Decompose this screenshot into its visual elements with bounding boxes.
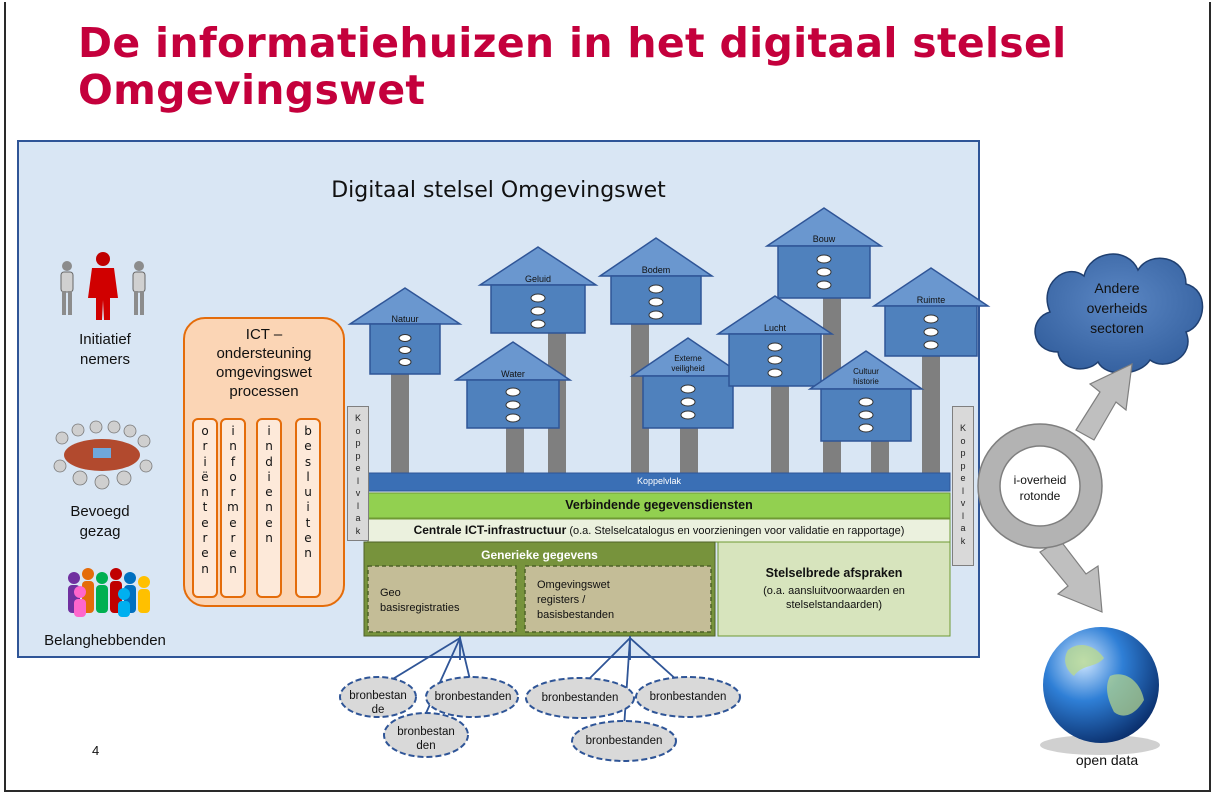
house-geluid — [477, 246, 599, 334]
house-bouw — [764, 207, 884, 299]
house-label-bodem: Bodem — [641, 265, 671, 275]
process-informeren — [220, 418, 246, 598]
bron-label-4: bronbestanden — [541, 692, 619, 704]
house-label-externe-veiligheid: Externe veiligheid — [671, 354, 705, 373]
bevoegd-gezag-icon — [53, 420, 153, 490]
house-lucht — [715, 295, 835, 387]
house-externe-veiligheid — [629, 337, 747, 429]
house-natuur — [347, 287, 463, 375]
koppelvlak-right — [952, 406, 974, 566]
geo-box — [367, 565, 517, 633]
bron-label-2: bronbestanden — [434, 691, 512, 703]
geo-label: Geo basisregistraties — [380, 587, 460, 614]
bevoegd-gezag-label: Bevoegd gezag — [70, 503, 130, 540]
bron-label-1: bronbestan de — [349, 690, 407, 716]
slide-title-line1: De informatiehuizen in het digitaal stel… — [78, 19, 1067, 67]
globe-icon — [1040, 627, 1160, 755]
stelsel-title: Digitaal stelsel Omgevingswet — [331, 178, 666, 203]
bron-label-3: bronbestan den — [397, 726, 455, 752]
house-ruimte — [871, 267, 991, 357]
centrale-label-rest: (o.a. Stelselcatalogus en voorzieningen … — [566, 525, 905, 537]
process-orienteren-label: o r i ë n t e r e n — [201, 424, 209, 576]
koppelvlak-left-label: K o p p e l v l a k — [354, 413, 361, 536]
arrows — [1039, 362, 1133, 613]
process-indienen-label: i n d i e n e n — [265, 424, 273, 546]
stelselbrede-block — [717, 541, 951, 637]
initiatiefnemers-label: Initiatief nemers — [79, 331, 131, 368]
cloud-label: Andere overheids sectoren — [1086, 280, 1148, 336]
registers-label: Omgevingswet registers / basisbestanden — [537, 579, 615, 621]
bron-label-6: bronbestanden — [585, 735, 663, 747]
house-label-ruimte: Ruimte — [916, 295, 946, 305]
house-label-geluid: Geluid — [524, 274, 551, 284]
process-besluiten-label: b e s l u i t e n — [304, 424, 312, 561]
process-besluiten — [295, 418, 321, 598]
house-label-water: Water — [501, 369, 525, 379]
centrale-label-bold: Centrale ICT-infrastructuur — [413, 523, 567, 537]
centrale-label: Centrale ICT-infrastructuur (o.a. Stelse… — [368, 523, 950, 537]
slide-title-line2: Omgevingswet — [78, 66, 426, 114]
house-label-lucht: Lucht — [763, 323, 787, 333]
initiatiefnemers-icon — [60, 252, 146, 320]
koppelvlak-right-label: K o p p e l v l a k — [959, 423, 966, 546]
process-orienteren — [192, 418, 218, 598]
house-bodem — [597, 237, 715, 325]
house-cultuurhistorie — [807, 350, 925, 442]
house-label-natuur: Natuur — [391, 314, 419, 324]
house-label-bouw: Bouw — [812, 234, 836, 244]
ict-ondersteuning-title: ICT – ondersteuning omgevingswet process… — [216, 326, 312, 400]
stelselbrede-sub: (o.a. aansluitvoorwaarden en stelselstan… — [763, 585, 905, 611]
registers-box — [524, 565, 712, 633]
verbindende-band — [367, 492, 951, 519]
rotonde-label: i-overheid rotonde — [1013, 473, 1067, 503]
slide-frame — [4, 2, 1211, 792]
house-water — [453, 341, 573, 429]
koppelvlak-bar-label: Koppelvlak — [636, 476, 682, 486]
verbindende-label: Verbindende gegevensdiensten — [565, 498, 753, 512]
process-indienen — [256, 418, 282, 598]
bron-ovals — [339, 676, 741, 762]
generieke-label: Generieke gegevens — [481, 548, 598, 562]
koppelvlak-left — [347, 406, 369, 541]
page-number: 4 — [92, 743, 100, 758]
slide-title: De informatiehuizen in het digitaal stel… — [78, 20, 1178, 114]
belanghebbenden-icon — [68, 568, 150, 617]
open-data-label: open data — [1075, 752, 1139, 768]
belanghebbenden-label: Belanghebbenden — [44, 632, 166, 649]
rotonde-ring — [977, 423, 1103, 549]
bron-label-5: bronbestanden — [649, 691, 727, 703]
process-informeren-label: i n f o r m e r e n — [227, 424, 239, 576]
house-label-cultuurhistorie: Cultuur historie — [853, 367, 879, 386]
stelselbrede-title: Stelselbrede afspraken — [765, 566, 903, 580]
